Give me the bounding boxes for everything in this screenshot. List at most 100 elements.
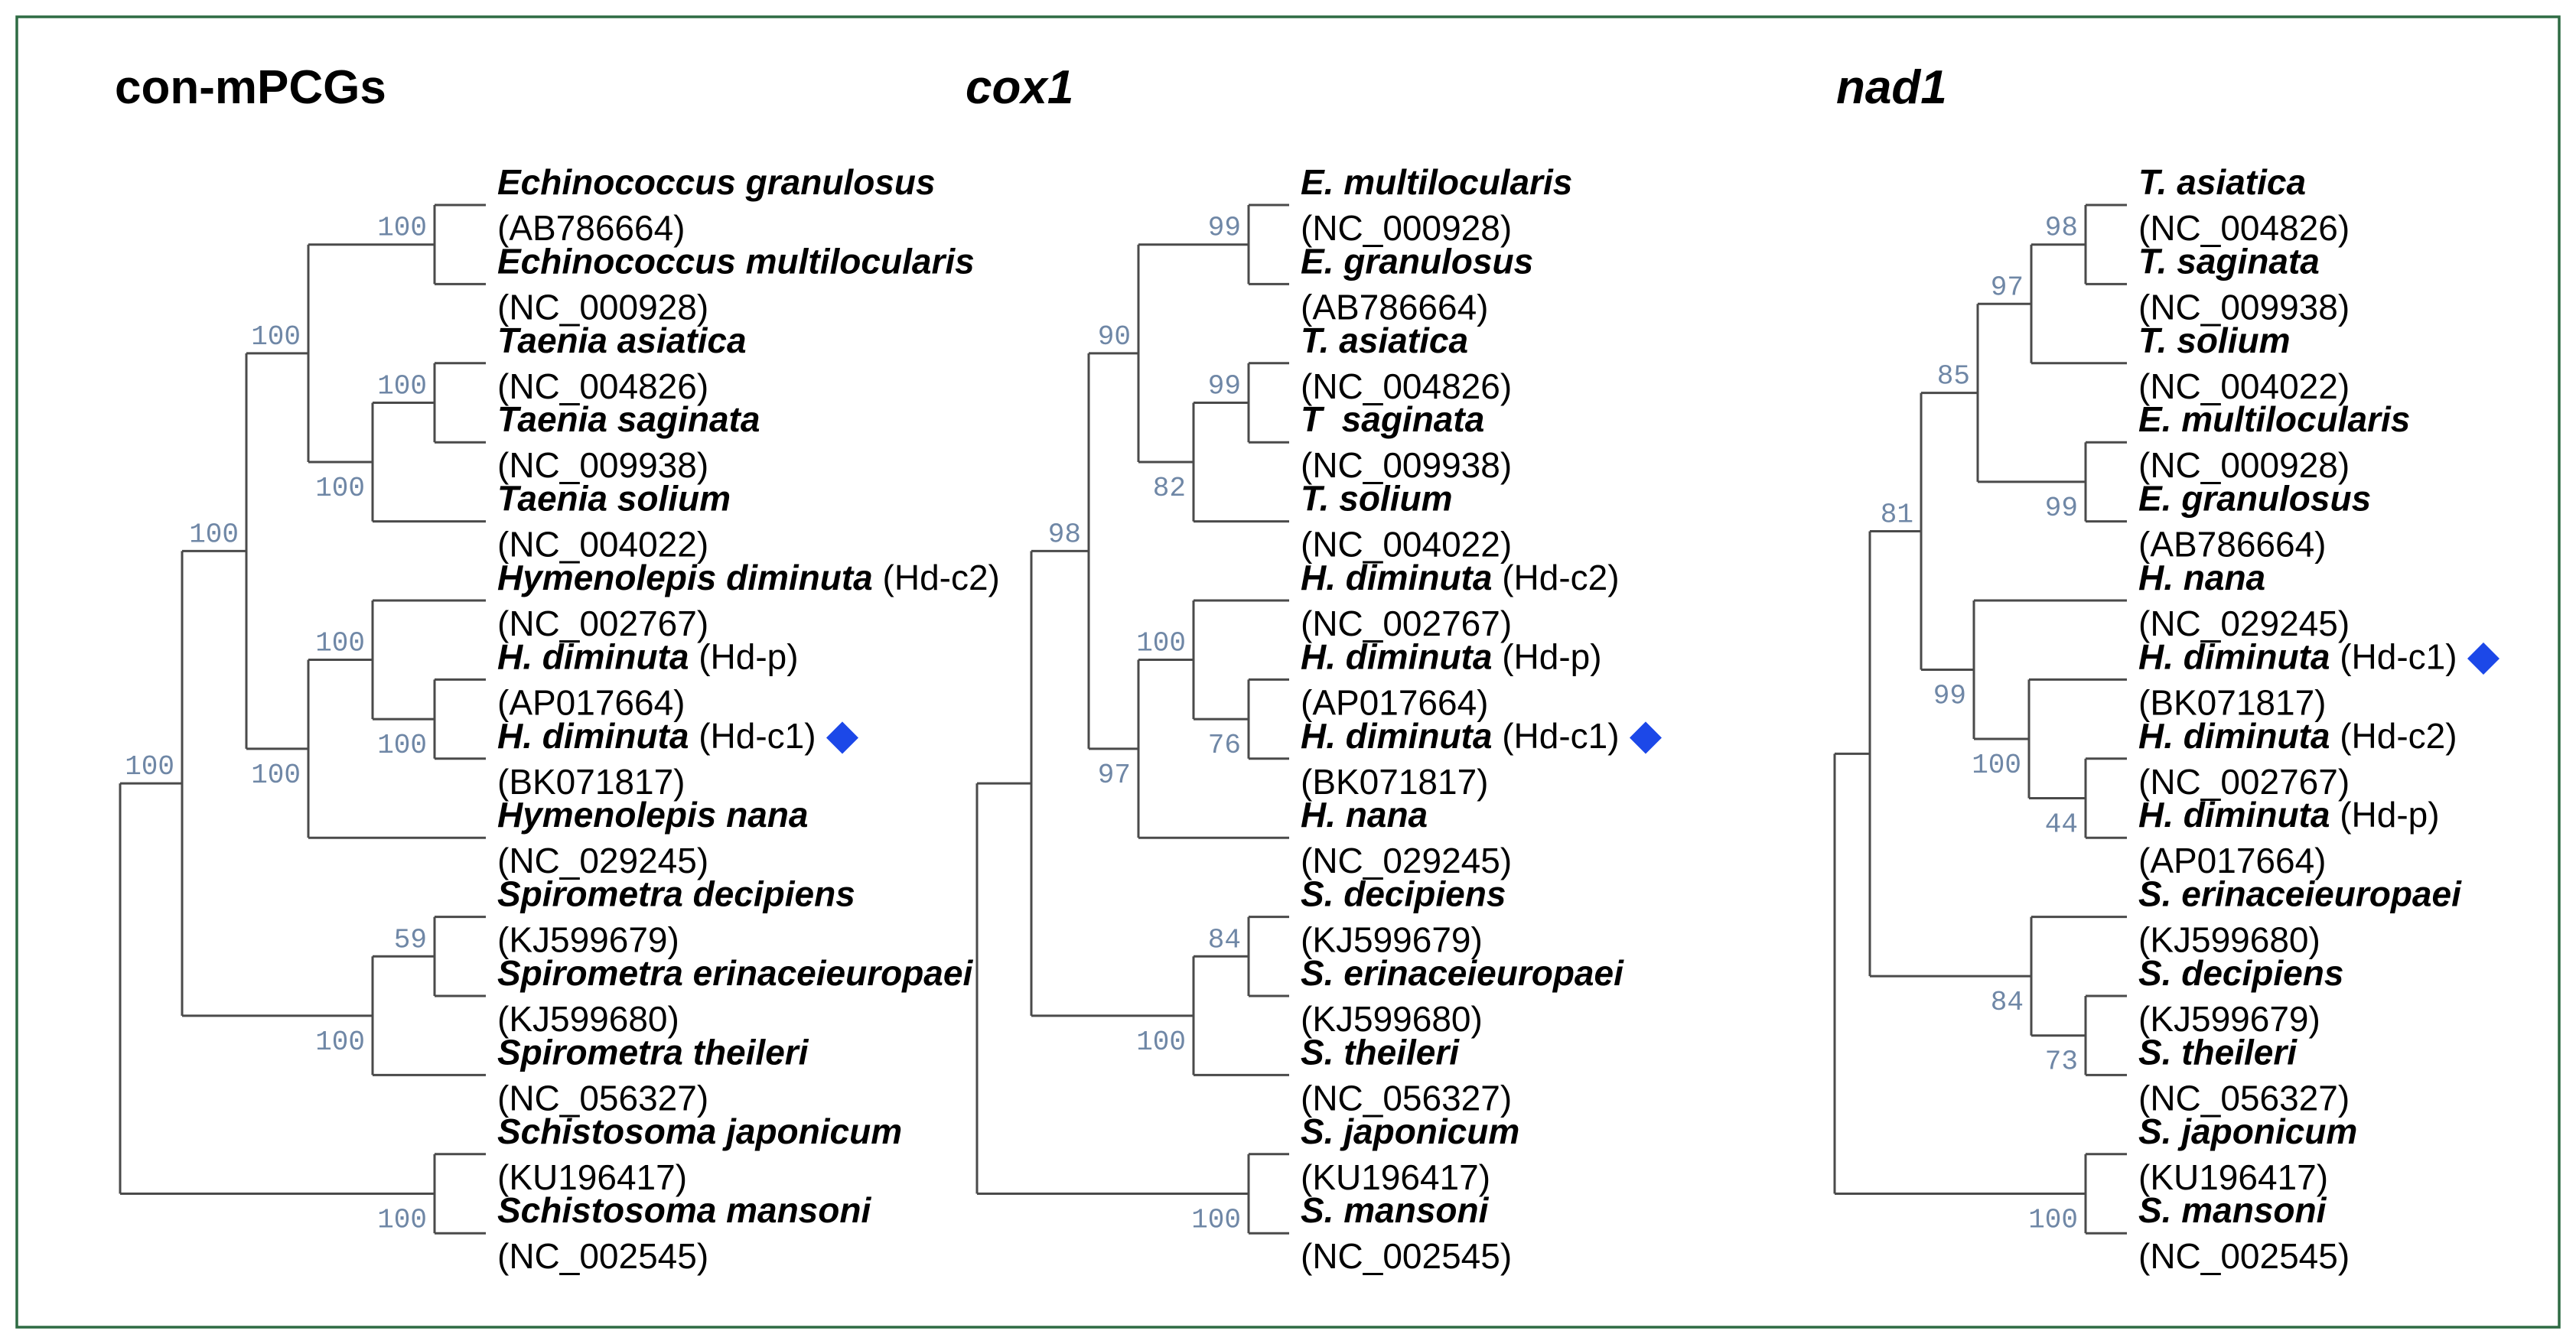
bootstrap-label: 100 bbox=[251, 321, 301, 353]
tree-title-con-mPCGs: con-mPCGs bbox=[115, 61, 386, 114]
leaf-name-label: H. nana bbox=[2138, 558, 2265, 597]
leaf-name-label: T saginata bbox=[1301, 399, 1484, 439]
leaf-name-label: H. nana bbox=[1301, 795, 1428, 835]
accession-label: (NC_004022) bbox=[2138, 366, 2350, 406]
leaf-name-label: T. asiatica bbox=[2138, 162, 2306, 202]
bootstrap-label: 100 bbox=[251, 760, 301, 791]
leaf-name-label: Hymenolepis nana bbox=[497, 795, 808, 835]
tree-plots: Echinococcus granulosus(AB786664)Echinoc… bbox=[119, 162, 2499, 1276]
accession-label: (KJ599680) bbox=[2138, 920, 2320, 960]
leaf-name-label: Taenia asiatica bbox=[497, 321, 747, 360]
accession-label: (KJ599679) bbox=[1301, 920, 1483, 960]
bootstrap-label: 99 bbox=[1208, 213, 1241, 244]
bootstrap-label: 100 bbox=[2028, 1205, 2078, 1236]
diamond-icon: ◆ bbox=[1620, 713, 1662, 757]
leaf-name-label: S. japonicum bbox=[2138, 1111, 2357, 1151]
leaf-name-label: Spirometra erinaceieuropaei bbox=[497, 953, 973, 993]
accession-label: (NC_056327) bbox=[2138, 1078, 2350, 1118]
accession-label: (AB786664) bbox=[497, 208, 686, 248]
bootstrap-label: 98 bbox=[1048, 519, 1081, 550]
leaf-name-label: S. erinaceieuropaei bbox=[2138, 874, 2462, 914]
leaf-name-label: Echinococcus multilocularis bbox=[497, 241, 975, 281]
accession-label: (NC_009938) bbox=[497, 445, 708, 485]
bootstrap-label: 100 bbox=[315, 473, 365, 504]
accession-label: (BK071817) bbox=[2138, 682, 2327, 722]
leaf-name-label: E. granulosus bbox=[1301, 241, 1533, 281]
bootstrap-label: 100 bbox=[377, 213, 427, 244]
bootstrap-label: 100 bbox=[377, 730, 427, 761]
bootstrap-label: 81 bbox=[1881, 500, 1913, 531]
accession-label: (KU196417) bbox=[497, 1157, 687, 1197]
accession-label: (NC_002767) bbox=[1301, 604, 1512, 643]
diamond-icon: ◆ bbox=[816, 713, 858, 757]
leaf-name-label: Schistosoma japonicum bbox=[497, 1111, 902, 1151]
accession-label: (NC_004022) bbox=[497, 525, 708, 565]
leaf-name-label: Taenia solium bbox=[497, 479, 731, 519]
accession-label: (NC_004826) bbox=[497, 366, 708, 406]
tree-con-mPCGs: Echinococcus granulosus (AB786664)Echinoc… bbox=[119, 162, 1000, 1276]
leaf-name-label: Taenia saginata bbox=[497, 399, 760, 439]
accession-label: (AP017664) bbox=[2138, 841, 2327, 880]
leaf-name-label: T. solium bbox=[2138, 321, 2291, 360]
bootstrap-label: 100 bbox=[1972, 750, 2021, 781]
accession-label: (NC_009938) bbox=[2138, 287, 2350, 327]
accession-label: (KJ599680) bbox=[1301, 999, 1483, 1039]
accession-label: (KU196417) bbox=[1301, 1157, 1490, 1197]
bootstrap-label: 90 bbox=[1098, 321, 1131, 353]
leaf-name-label: S. mansoni bbox=[2138, 1190, 2327, 1230]
accession-label: (NC_000928) bbox=[2138, 445, 2350, 485]
leaf-name-label: S. decipiens bbox=[1301, 874, 1506, 914]
leaf-name-label: Echinococcus granulosus bbox=[497, 162, 936, 202]
accession-label: (KJ599680) bbox=[497, 999, 679, 1039]
leaf-name-label: T. solium bbox=[1301, 479, 1453, 519]
accession-label: (NC_000928) bbox=[1301, 208, 1512, 248]
accession-label: (NC_004826) bbox=[2138, 208, 2350, 248]
leaf-name-label: Spirometra theileri bbox=[497, 1032, 809, 1072]
tree-cox1: E. multilocularis (NC_000928)E. granulosu… bbox=[975, 162, 1662, 1276]
tree-title-cox1: cox1 bbox=[966, 61, 1073, 114]
leaf-name-label: Spirometra decipiens bbox=[497, 874, 855, 914]
leaf-name-label: H. diminuta (Hd-c1) ◆ bbox=[497, 713, 858, 757]
tree-title-nad1: nad1 bbox=[1836, 61, 1947, 114]
accession-label: (NC_029245) bbox=[1301, 841, 1512, 880]
leaf-name-label: S. theileri bbox=[1301, 1032, 1460, 1072]
bootstrap-label: 59 bbox=[394, 924, 427, 955]
leaf-name-label: S. erinaceieuropaei bbox=[1301, 953, 1624, 993]
leaf-name-label: Hymenolepis diminuta (Hd-c2) bbox=[497, 558, 1000, 597]
leaf-name-label: H. diminuta (Hd-p) bbox=[1301, 636, 1602, 676]
bootstrap-label: 84 bbox=[1991, 987, 2024, 1018]
leaf-name-label: E. granulosus bbox=[2138, 479, 2371, 519]
accession-label: (KU196417) bbox=[2138, 1157, 2328, 1197]
leaf-name-label: T. asiatica bbox=[1301, 321, 1468, 360]
accession-label: (NC_056327) bbox=[497, 1078, 708, 1118]
leaf-name-label: H. diminuta (Hd-c1) ◆ bbox=[2138, 633, 2499, 678]
accession-label: (NC_000928) bbox=[497, 287, 708, 327]
bootstrap-label: 82 bbox=[1153, 473, 1186, 504]
accession-label: (AB786664) bbox=[1301, 287, 1489, 327]
accession-label: (BK071817) bbox=[497, 762, 686, 802]
bootstrap-label: 100 bbox=[125, 751, 174, 783]
accession-label: (NC_004826) bbox=[1301, 366, 1512, 406]
leaf-name-label: S. theileri bbox=[2138, 1032, 2298, 1072]
leaf-name-label: T. saginata bbox=[2138, 241, 2320, 281]
accession-label: (NC_002545) bbox=[2138, 1236, 2350, 1276]
accession-label: (NC_056327) bbox=[1301, 1078, 1512, 1118]
bootstrap-label: 44 bbox=[2045, 809, 2078, 841]
leaf-name-label: E. multilocularis bbox=[2138, 399, 2410, 439]
accession-label: (NC_029245) bbox=[497, 841, 708, 880]
bootstrap-label: 100 bbox=[1191, 1205, 1241, 1236]
accession-label: (NC_029245) bbox=[2138, 604, 2350, 643]
accession-label: (AP017664) bbox=[1301, 682, 1489, 722]
diamond-icon: ◆ bbox=[2457, 633, 2499, 678]
bootstrap-label: 97 bbox=[1991, 272, 2024, 303]
leaf-name-label: Schistosoma mansoni bbox=[497, 1190, 871, 1230]
leaf-name-label: S. decipiens bbox=[2138, 953, 2343, 993]
figure-border bbox=[15, 15, 2561, 1329]
bootstrap-label: 99 bbox=[1208, 371, 1241, 402]
accession-label: (NC_002767) bbox=[2138, 762, 2350, 802]
leaf-name-label: E. multilocularis bbox=[1301, 162, 1572, 202]
accession-label: (NC_002545) bbox=[497, 1236, 708, 1276]
accession-label: (NC_009938) bbox=[1301, 445, 1512, 485]
bootstrap-label: 100 bbox=[1136, 1027, 1186, 1058]
